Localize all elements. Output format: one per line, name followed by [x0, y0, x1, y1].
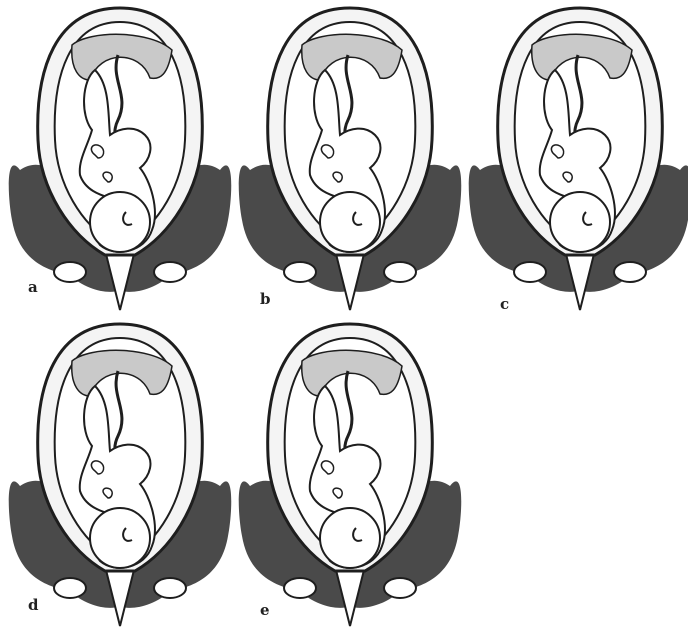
uterus-diagram — [0, 0, 240, 316]
panel-label: e — [260, 601, 270, 619]
uterus-diagram — [0, 316, 240, 632]
stage-panel-c: c — [460, 0, 688, 316]
stage-panel-e: e — [230, 316, 470, 632]
panel-label: b — [260, 290, 271, 308]
panel-label: d — [28, 596, 39, 614]
panel-label: c — [500, 295, 509, 313]
stage-panel-b: b — [230, 0, 470, 316]
panel-label: a — [28, 278, 38, 296]
uterus-diagram — [230, 0, 470, 316]
uterus-diagram — [460, 0, 688, 316]
stage-panel-a: a — [0, 0, 240, 316]
stage-panel-d: d — [0, 316, 240, 632]
uterus-diagram — [230, 316, 470, 632]
